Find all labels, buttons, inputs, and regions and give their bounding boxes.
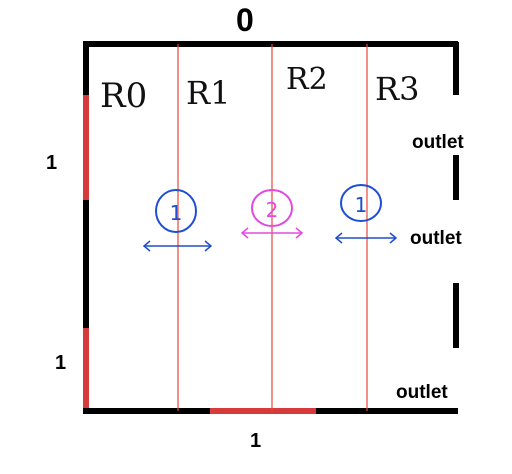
marker-circle (251, 189, 293, 227)
marker-pink-middle: 2 (240, 189, 304, 239)
left-label-lower: 1 (55, 352, 67, 374)
marker-label: 2 (266, 198, 279, 222)
left-label-upper: 1 (46, 152, 58, 174)
outlet-label-top: outlet (412, 132, 464, 153)
region-label-r0: R0 (100, 76, 148, 116)
arrow-head-right (389, 232, 398, 244)
top-label: 0 (236, 2, 254, 38)
bottom-label: 1 (250, 430, 262, 452)
region-label-r1: R1 (186, 74, 231, 112)
arrow-head-left (334, 232, 343, 244)
marker-circle (155, 189, 197, 233)
marker-blue-right: 1 (334, 184, 398, 244)
marker-blue-left: 1 (142, 189, 213, 252)
outlet-label-bottom: outlet (396, 382, 448, 403)
arrow-head-left (142, 240, 151, 252)
arrow-head-right (204, 240, 213, 252)
region-label-r2: R2 (286, 62, 328, 97)
arrow-head-right (295, 227, 304, 239)
arrow-head-left (240, 227, 249, 239)
region-label-r3: R3 (375, 70, 420, 108)
outlet-label-middle: outlet (410, 228, 462, 249)
marker-label: 1 (355, 193, 368, 217)
marker-circle (340, 184, 382, 222)
marker-label: 1 (170, 201, 183, 225)
